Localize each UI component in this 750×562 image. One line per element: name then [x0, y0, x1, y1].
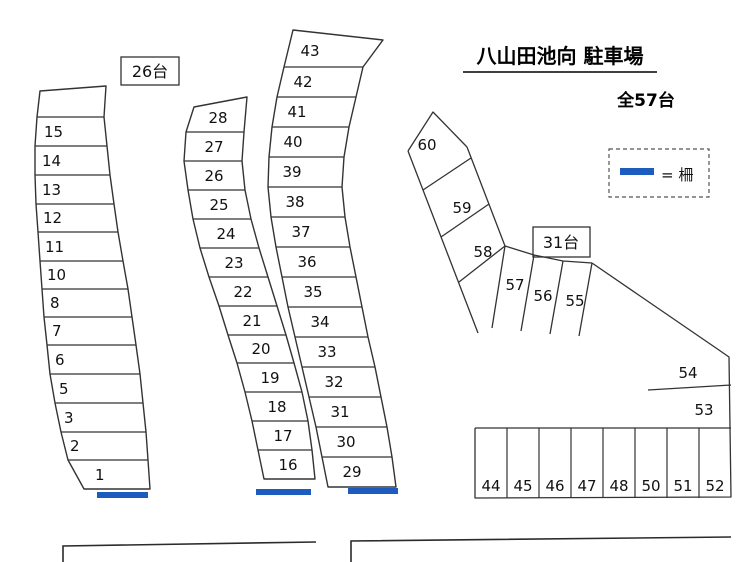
road-line-right: [350, 536, 732, 562]
space-label: 45: [513, 477, 532, 495]
fence-legend-swatch: [620, 168, 654, 175]
space-label: 32: [324, 373, 343, 391]
space-label: 24: [216, 225, 235, 243]
space-label: 27: [204, 138, 223, 156]
space-label: 11: [45, 238, 64, 256]
space-label: 54: [678, 364, 697, 382]
space-label: 21: [242, 312, 261, 330]
band-lines: [407, 111, 506, 334]
legend-box: [608, 148, 710, 198]
road-boundary: [62, 536, 732, 562]
space-label: 10: [47, 266, 66, 284]
space-label: 40: [283, 133, 302, 151]
space-label: 7: [52, 322, 62, 340]
space-label: 15: [44, 123, 63, 141]
right-group-label: 31台: [543, 233, 579, 252]
space-label: 57: [505, 276, 524, 294]
space-label: 13: [42, 181, 61, 199]
space-label: 35: [303, 283, 322, 301]
space-label: 26: [204, 167, 223, 185]
space-label: 33: [317, 343, 336, 361]
space-label: 14: [42, 152, 61, 170]
space-label: 31: [330, 403, 349, 421]
space-label: 17: [273, 427, 292, 445]
block-1-dividers: [35, 116, 148, 461]
space-label: 38: [285, 193, 304, 211]
space-label: 42: [293, 73, 312, 91]
block-1: 15 14 13 12 11 10 8 7 6 5 3 2 1: [34, 85, 151, 498]
left-group-box: [120, 56, 180, 86]
right-group-box: [532, 226, 591, 258]
space-label: 16: [278, 456, 297, 474]
legend-label: = 柵: [661, 166, 693, 184]
space-label: 52: [705, 477, 724, 495]
space-label: 53: [694, 401, 713, 419]
space-label: 55: [565, 292, 584, 310]
block-1-labels: 15 14 13 12 11 10 8 7 6 5 3 2 1: [42, 123, 105, 484]
page-title: 八山田池向 駐車場: [477, 44, 644, 68]
space-label: 6: [55, 351, 65, 369]
fan-lines: [491, 245, 593, 337]
space-label: 18: [267, 398, 286, 416]
legend: = 柵: [608, 148, 710, 198]
space-label: 43: [300, 42, 319, 60]
space-label: 29: [342, 463, 361, 481]
block-3-labels: 43 42 41 40 39 38 37 36 35 34 33 32 31 3…: [282, 42, 361, 481]
block-2-dividers: [184, 131, 312, 451]
group-labels: 26台 31台: [120, 56, 591, 258]
space-label: 12: [43, 209, 62, 227]
fence-bar: [348, 488, 398, 494]
space-label: 2: [70, 437, 80, 455]
space-label: 44: [481, 477, 500, 495]
space-label: 39: [282, 163, 301, 181]
right-section-labels: 60 59 58 57 56 55 54 53 44 45 46 47 48 5…: [417, 136, 724, 495]
space-label: 5: [59, 380, 69, 398]
road-line-left: [62, 541, 317, 562]
space-label: 59: [452, 199, 471, 217]
fence-bar: [97, 492, 148, 498]
space-label: 19: [260, 369, 279, 387]
space-label: 46: [545, 477, 564, 495]
right-section: 60 59 58 57 56 55 54 53 44 45 46 47 48 5…: [407, 111, 732, 499]
block-3-outline: [267, 29, 397, 488]
total-count-label: 全57台: [616, 90, 675, 111]
space-label: 41: [287, 103, 306, 121]
space-label: 37: [291, 223, 310, 241]
space-label: 3: [64, 409, 74, 427]
block-2-outline: [183, 96, 316, 480]
space-label: 60: [417, 136, 436, 154]
space-label: 51: [673, 477, 692, 495]
space-label: 36: [297, 253, 316, 271]
space-label: 58: [473, 243, 492, 261]
space-label: 56: [533, 287, 552, 305]
space-label: 22: [233, 283, 252, 301]
space-label: 25: [209, 196, 228, 214]
space-label: 48: [609, 477, 628, 495]
fence-bar: [256, 489, 311, 495]
space-label: 28: [208, 109, 227, 127]
space-label: 1: [95, 466, 105, 484]
space-label: 23: [224, 254, 243, 272]
block-2-labels: 28 27 26 25 24 23 22 21 20 19 18 17 16: [204, 109, 297, 474]
block-3: 43 42 41 40 39 38 37 36 35 34 33 32 31 3…: [267, 29, 398, 494]
space-label: 30: [336, 433, 355, 451]
space-label: 34: [310, 313, 329, 331]
header: 八山田池向 駐車場 全57台: [463, 44, 675, 111]
space-label: 20: [251, 340, 270, 358]
bottom-row-dividers: [506, 428, 700, 498]
block-2: 28 27 26 25 24 23 22 21 20 19 18 17 16: [183, 96, 316, 495]
space-label: 47: [577, 477, 596, 495]
space-label: 50: [641, 477, 660, 495]
space-label: 8: [50, 294, 60, 312]
left-group-label: 26台: [132, 62, 168, 81]
block-3-dividers: [268, 66, 392, 458]
